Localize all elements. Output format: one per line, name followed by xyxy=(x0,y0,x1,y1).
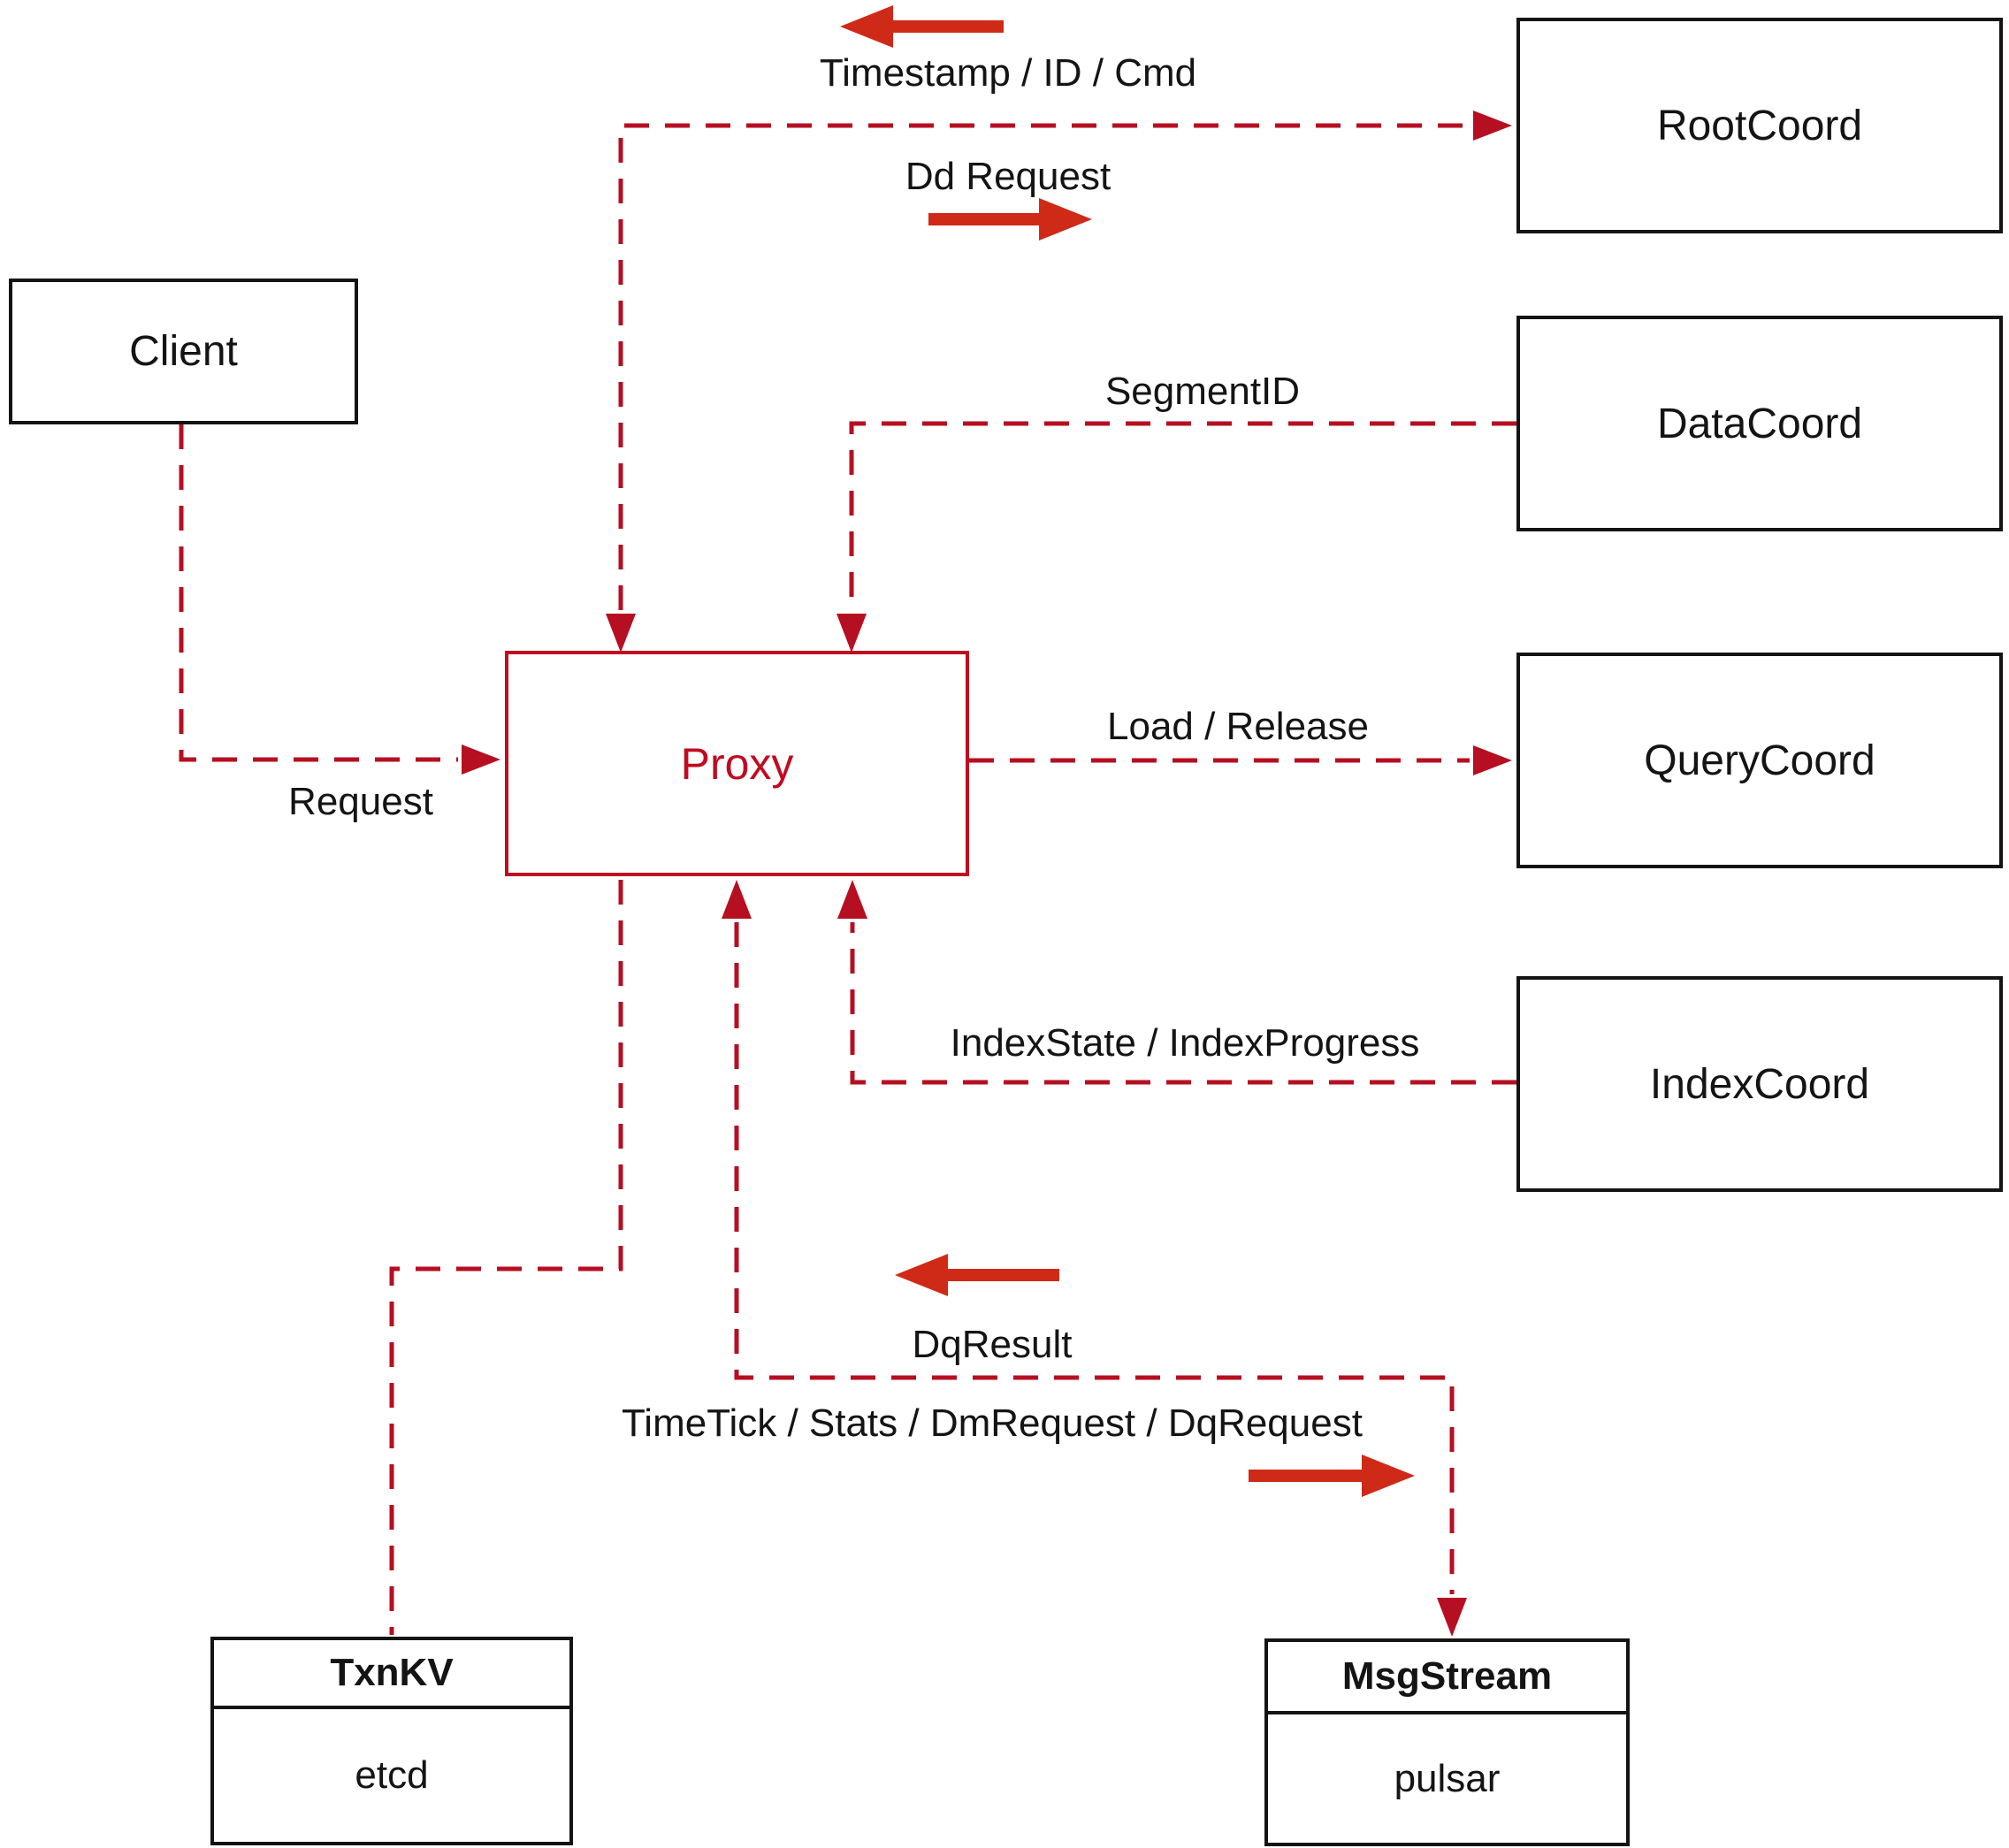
node-msgstream-impl-label: pulsar xyxy=(1394,1756,1501,1800)
edge-indexcoord-proxy xyxy=(850,922,1516,1085)
node-indexcoord: IndexCoord xyxy=(1516,976,2003,1192)
node-msgstream-impl: pulsar xyxy=(1268,1714,1626,1843)
node-querycoord: QueryCoord xyxy=(1516,653,2003,868)
node-msgstream-title-label: MsgStream xyxy=(1341,1654,1553,1698)
node-msgstream: MsgStream pulsar xyxy=(1264,1638,1630,1846)
edge-label-load-release: Load / Release xyxy=(1107,705,1369,748)
node-proxy: Proxy xyxy=(505,651,969,876)
edge-label-request: Request xyxy=(288,780,433,823)
arrowhead-into-proxy-top1-icon xyxy=(606,614,636,653)
edge-label-segment-id: SegmentID xyxy=(1104,370,1301,413)
direction-arrow-left-dqresult-icon xyxy=(895,1254,1059,1296)
node-proxy-label: Proxy xyxy=(680,738,794,789)
edge-label-index-state-progress: IndexState / IndexProgress xyxy=(950,1021,1420,1065)
node-txnkv: TxnKV etcd xyxy=(210,1637,573,1845)
node-msgstream-title: MsgStream xyxy=(1268,1642,1626,1714)
node-txnkv-impl: etcd xyxy=(214,1709,569,1842)
arrowhead-into-proxy-bottom2-icon xyxy=(837,880,867,919)
node-rootcoord-label: RootCoord xyxy=(1656,102,1863,149)
arrowhead-into-rootcoord-icon xyxy=(1473,111,1512,141)
edge-proxy-txnkv xyxy=(389,880,623,1635)
arrowhead-into-proxy-top2-icon xyxy=(836,614,867,653)
edge-label-dq-result: DqResult xyxy=(912,1323,1073,1366)
arrowhead-into-proxy-left-icon xyxy=(462,745,500,775)
edge-label-timestamp-id-cmd: Timestamp / ID / Cmd xyxy=(819,51,1197,95)
edge-label-timetick-stats: TimeTick / Stats / DmRequest / DqRequest xyxy=(622,1401,1363,1445)
node-txnkv-impl-label: etcd xyxy=(355,1753,429,1797)
node-datacoord: DataCoord xyxy=(1516,316,2003,531)
edge-client-proxy xyxy=(179,424,458,762)
edge-proxy-msgstream xyxy=(734,922,1455,1594)
edge-label-dd-request: Dd Request xyxy=(905,155,1111,198)
node-rootcoord: RootCoord xyxy=(1516,18,2003,233)
node-client: Client xyxy=(9,279,358,424)
node-txnkv-title: TxnKV xyxy=(214,1640,569,1709)
arrowhead-into-querycoord-icon xyxy=(1473,745,1512,775)
node-datacoord-label: DataCoord xyxy=(1656,400,1863,447)
arrowhead-into-proxy-bottom1-icon xyxy=(722,880,752,919)
direction-arrow-left-timestamp-icon xyxy=(840,5,1004,48)
node-client-label: Client xyxy=(129,328,238,375)
arrowhead-into-msgstream-icon xyxy=(1437,1598,1467,1637)
node-indexcoord-label: IndexCoord xyxy=(1649,1060,1870,1108)
direction-arrow-right-dd-request-icon xyxy=(928,198,1092,241)
node-txnkv-title-label: TxnKV xyxy=(330,1651,454,1694)
direction-arrow-right-timetick-icon xyxy=(1249,1455,1415,1497)
node-querycoord-label: QueryCoord xyxy=(1644,737,1875,784)
edge-datacoord-proxy xyxy=(849,421,1516,610)
